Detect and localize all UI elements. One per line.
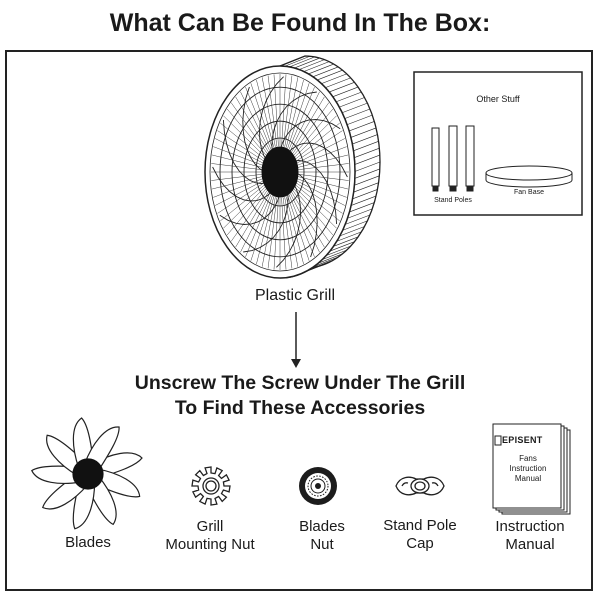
stand-poles-illustration	[431, 125, 475, 192]
blades-label: Blades	[65, 534, 111, 551]
blades-nut-label: Blades Nut	[299, 518, 345, 553]
other-stuff-title: Other Stuff	[476, 94, 520, 104]
blades-nut-icon	[299, 467, 337, 505]
blades-icon	[31, 417, 143, 530]
gear-nut-icon	[191, 466, 231, 506]
stand-pole-cap-label: Stand Pole Cap	[383, 517, 457, 552]
plastic-grill-illustration	[204, 55, 381, 279]
fan-base-label: Fan Base	[514, 189, 544, 196]
instruction-manual-icon	[492, 423, 571, 515]
instruction-line-2: To Find These Accessories	[174, 397, 426, 419]
instruction-manual-label: Instruction Manual	[495, 518, 565, 553]
stand-poles-label: Stand Poles	[434, 197, 472, 204]
stand-pole-cap-icon	[395, 476, 445, 496]
manual-brand: EPISENT	[502, 435, 543, 445]
box-contents-frame	[5, 50, 593, 591]
down-arrow-icon	[291, 312, 301, 368]
grill-mounting-nut-label: Grill Mounting Nut	[165, 518, 255, 553]
other-stuff-box	[413, 71, 583, 216]
fan-base-illustration	[485, 165, 573, 188]
manual-cover-text: Fans Instruction Manual	[509, 454, 547, 483]
instruction-line-1: Unscrew The Screw Under The Grill	[134, 372, 466, 394]
plastic-grill-label: Plastic Grill	[254, 287, 335, 304]
page-title: What Can Be Found In The Box:	[109, 9, 491, 37]
